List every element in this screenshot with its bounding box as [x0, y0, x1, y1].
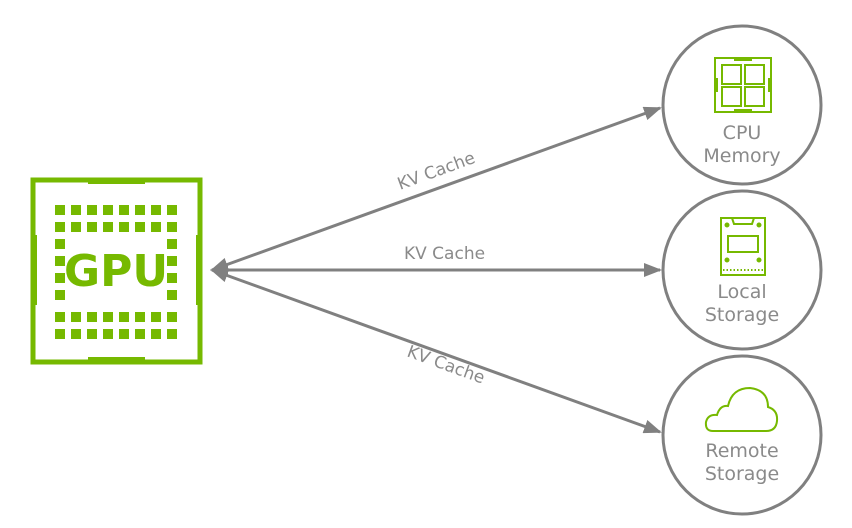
arrow-to-remote-storage	[210, 268, 662, 434]
gpu-dot	[119, 222, 129, 232]
gpu-dot	[167, 290, 177, 300]
arrow-to-cpu-memory	[210, 106, 662, 272]
cpu-icon	[714, 57, 772, 113]
gpu-dot	[103, 205, 113, 215]
gpu-dot	[55, 205, 65, 215]
gpu-dot	[55, 312, 65, 322]
gpu-dot	[167, 256, 177, 266]
gpu-dot	[151, 312, 161, 322]
gpu-dot	[135, 222, 145, 232]
cloud-icon	[704, 386, 779, 432]
gpu-dot	[71, 222, 81, 232]
gpu-dot	[55, 239, 65, 249]
gpu-dot	[151, 329, 161, 339]
gpu-dot	[55, 290, 65, 300]
gpu-dot	[71, 312, 81, 322]
edge-label: KV Cache	[404, 342, 487, 389]
gpu-label: GPU	[64, 246, 168, 297]
gpu-dot	[119, 312, 129, 322]
gpu-dot	[71, 205, 81, 215]
gpu-dot	[55, 329, 65, 339]
gpu-dot	[87, 205, 97, 215]
gpu-dot	[167, 239, 177, 249]
gpu-dot	[87, 329, 97, 339]
node-label: Memory	[703, 145, 780, 167]
gpu-dot	[103, 312, 113, 322]
node-label: Storage	[705, 304, 779, 326]
ssd-icon	[720, 217, 766, 276]
gpu-dot	[55, 273, 65, 283]
gpu-dot	[167, 329, 177, 339]
gpu-dot	[135, 205, 145, 215]
gpu-dot	[135, 329, 145, 339]
gpu-chip-icon: GPU	[30, 177, 203, 365]
gpu-dot	[55, 256, 65, 266]
gpu-dot	[71, 329, 81, 339]
gpu-dot	[103, 329, 113, 339]
gpu-dot	[87, 312, 97, 322]
gpu-dot	[151, 205, 161, 215]
gpu-dot	[151, 222, 161, 232]
gpu-dot	[167, 205, 177, 215]
node-local-storage: Local Storage	[661, 189, 823, 351]
gpu-dot	[119, 205, 129, 215]
node-label: Remote	[705, 440, 778, 462]
gpu-dot	[55, 222, 65, 232]
gpu-dot	[167, 222, 177, 232]
gpu-dot	[135, 312, 145, 322]
node-cpu-memory: CPU Memory	[661, 24, 823, 186]
edge-label: KV Cache	[404, 244, 485, 264]
node-remote-storage: Remote Storage	[661, 354, 823, 516]
gpu-dot	[119, 329, 129, 339]
node-label: CPU	[723, 122, 762, 144]
gpu-dot	[167, 273, 177, 283]
gpu-dot	[167, 312, 177, 322]
gpu-dot	[87, 222, 97, 232]
node-label: Local	[717, 281, 766, 303]
gpu-dot	[103, 222, 113, 232]
node-label: Storage	[705, 463, 779, 485]
